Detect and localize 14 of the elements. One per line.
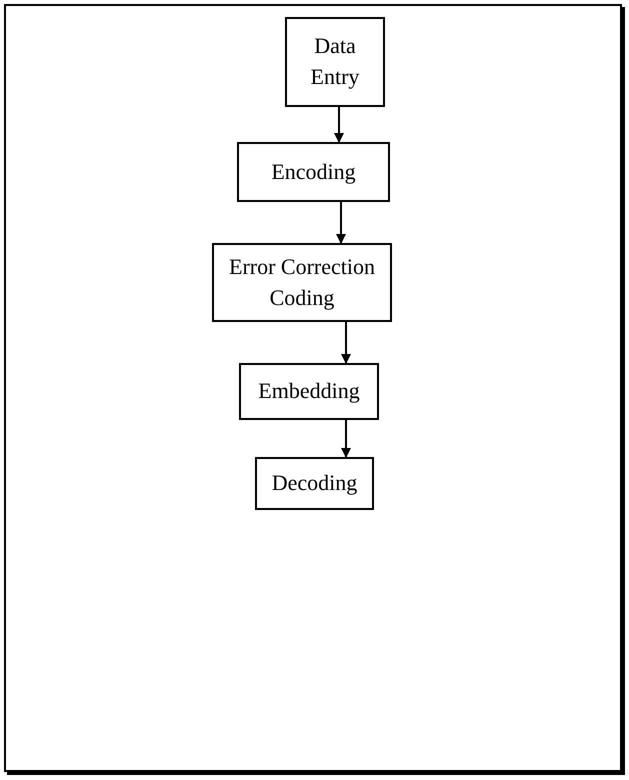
process-box [255, 457, 374, 510]
arrow [334, 107, 344, 143]
arrow [336, 202, 346, 244]
box-label: Data Entry [310, 32, 360, 91]
box-label: Embedding [258, 377, 360, 406]
process-box [237, 142, 390, 202]
process-box [239, 363, 379, 420]
box-label: Encoding [271, 158, 356, 186]
process-box [285, 17, 385, 107]
box-label: Decoding [272, 469, 358, 498]
box-label: Error Correction Coding [228, 252, 376, 312]
process-box [212, 243, 392, 322]
arrow [341, 322, 351, 364]
arrow [341, 420, 351, 458]
